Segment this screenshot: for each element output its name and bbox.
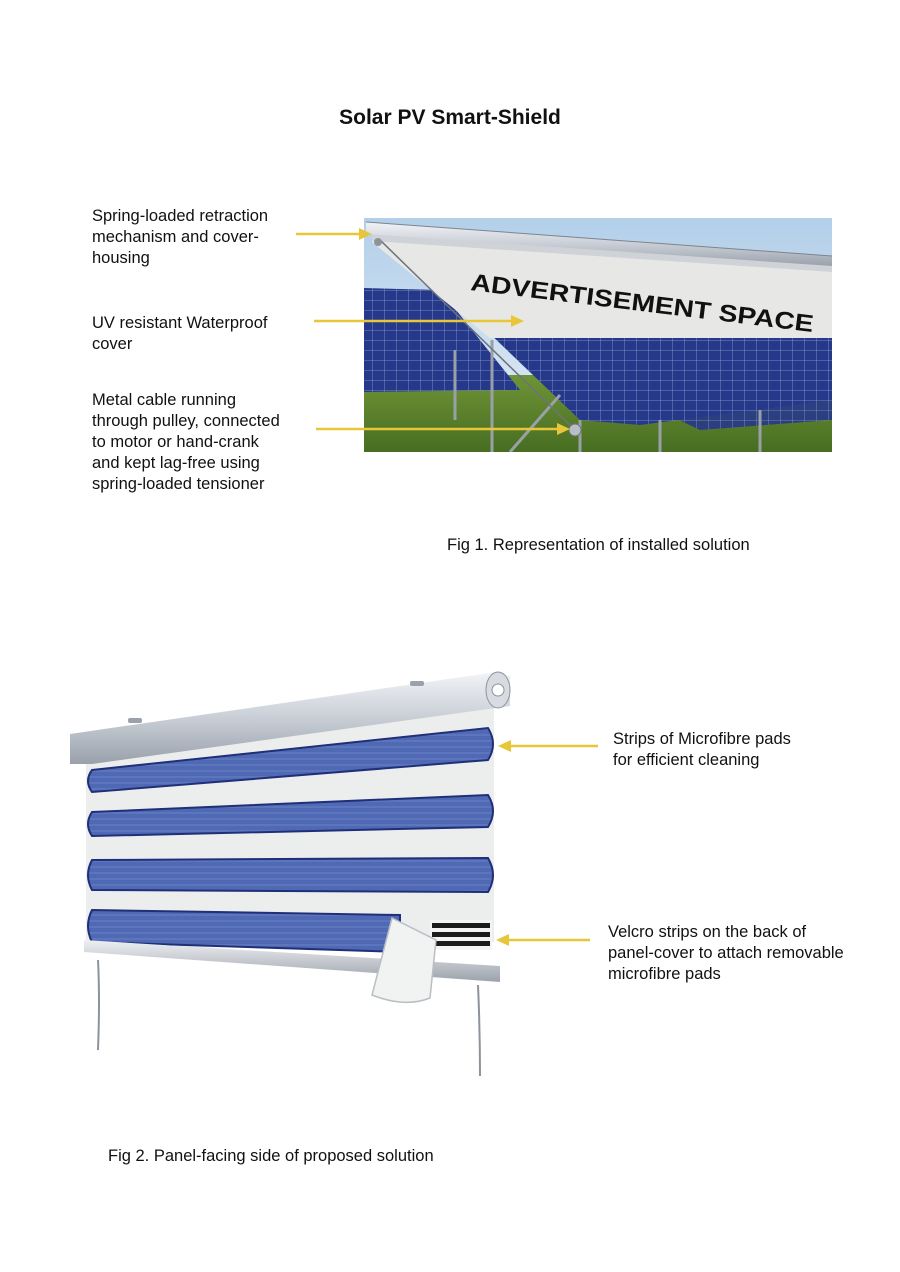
microfibre-pad xyxy=(87,793,494,838)
arrow-waterproof-cover xyxy=(314,315,524,327)
label-line: housing xyxy=(92,249,150,267)
label-velcro-strips: Velcro strips on the back of panel-cover… xyxy=(608,922,844,985)
arrow-retraction-mechanism xyxy=(296,228,372,240)
label-microfibre-pads: Strips of Microfibre pads for efficient … xyxy=(613,729,791,771)
arrow-microfibre-pads xyxy=(498,740,598,752)
label-line: Velcro strips on the back of xyxy=(608,923,807,941)
microfibre-pad xyxy=(87,856,494,894)
label-line: microfibre pads xyxy=(608,965,721,983)
label-line: Metal cable running xyxy=(92,391,237,409)
label-line: UV resistant Waterproof xyxy=(92,314,268,332)
installed-solution-photo: ADVERTISEMENT SPACE xyxy=(364,218,832,452)
fig1-caption: Fig 1. Representation of installed solut… xyxy=(447,536,750,554)
label-line: through pulley, connected xyxy=(92,412,280,430)
arrow-velcro-strips xyxy=(496,934,590,946)
arrow-metal-cable xyxy=(316,423,570,435)
label-line: cover xyxy=(92,335,133,353)
microfibre-pad xyxy=(87,908,401,954)
label-line: Strips of Microfibre pads xyxy=(613,730,791,748)
label-line: and kept lag-free using xyxy=(92,454,260,472)
label-retraction-mechanism: Spring-loaded retraction mechanism and c… xyxy=(92,206,268,269)
fig2-caption: Fig 2. Panel-facing side of proposed sol… xyxy=(108,1147,434,1165)
velcro-strips xyxy=(430,920,492,950)
microfibre-pad xyxy=(87,726,494,794)
panel-cover-illustration xyxy=(70,671,511,1077)
label-line: to motor or hand-crank xyxy=(92,433,259,451)
label-waterproof-cover: UV resistant Waterproof cover xyxy=(92,313,267,355)
label-line: spring-loaded tensioner xyxy=(92,475,265,493)
label-line: Spring-loaded retraction xyxy=(92,207,269,225)
page-title: Solar PV Smart-Shield xyxy=(339,106,561,129)
label-line: for efficient cleaning xyxy=(613,751,760,769)
label-line: panel-cover to attach removable xyxy=(608,944,844,962)
label-metal-cable: Metal cable running through pulley, conn… xyxy=(92,390,280,495)
label-line: mechanism and cover- xyxy=(92,228,259,246)
